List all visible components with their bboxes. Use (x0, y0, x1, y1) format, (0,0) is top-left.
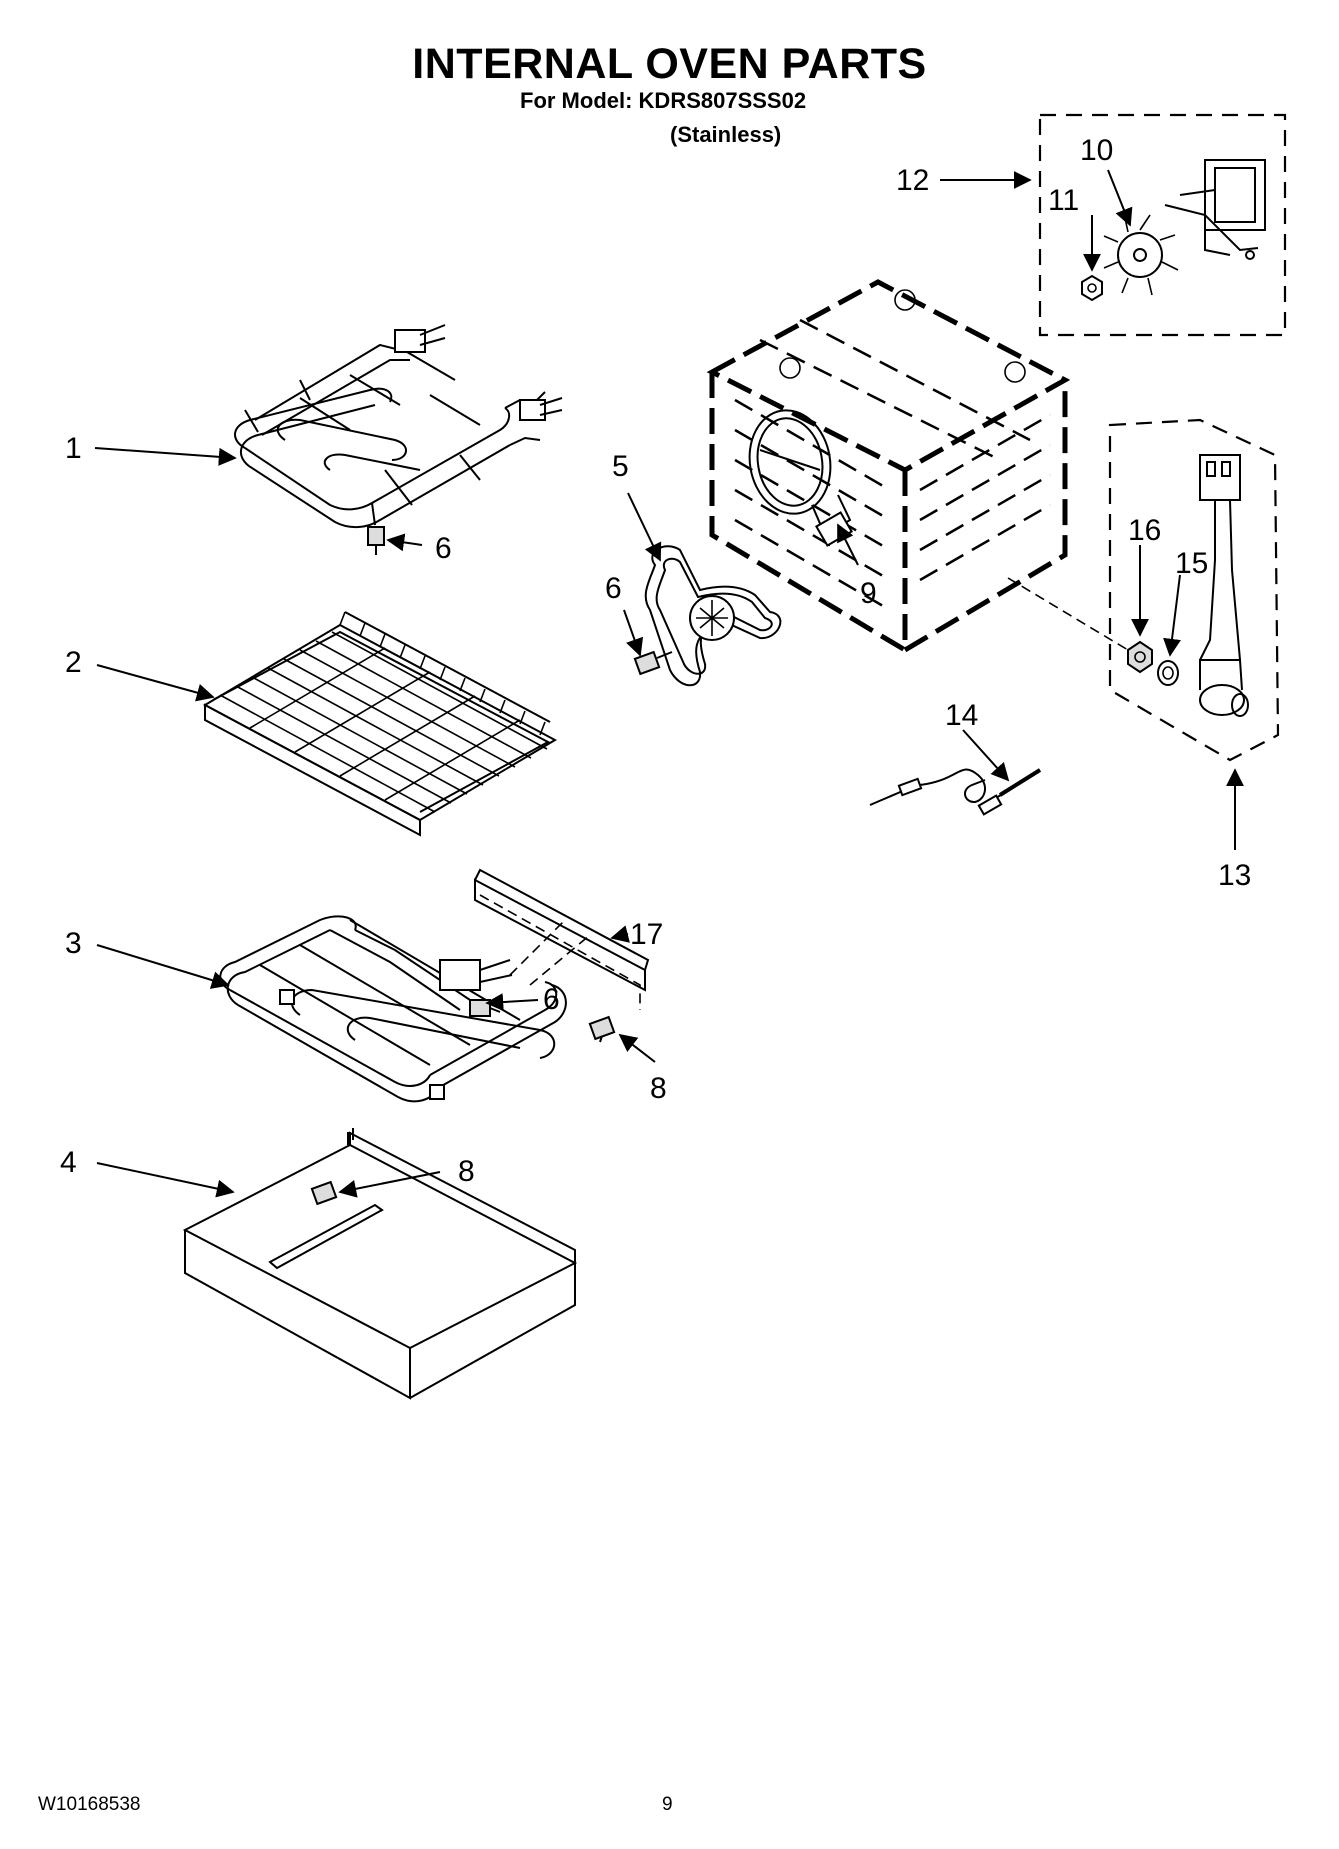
screw-part-6-baffle (633, 650, 673, 676)
page-number: 9 (662, 1794, 673, 1815)
callout-8-shield: 8 (650, 1072, 667, 1105)
nut-part-11 (1081, 274, 1103, 302)
callout-15: 15 (1175, 547, 1208, 580)
oven-rack (202, 611, 558, 837)
callout-12: 12 (896, 164, 929, 197)
screw-part-8-shield (588, 1015, 616, 1043)
finish-label: (Stainless) (670, 122, 782, 147)
bake-element (219, 915, 567, 1103)
callout-4: 4 (60, 1146, 77, 1179)
callout-11: 11 (1048, 184, 1079, 217)
model-number: For Model: KDRS807SSS02 (520, 88, 807, 113)
screw-part-8-panel (310, 1180, 338, 1206)
callout-9: 9 (860, 577, 877, 610)
oven-light-socket (1199, 454, 1249, 717)
callout-labels: 1 6 2 3 17 6 8 4 8 5 6 9 12 11 10 16 15 … (60, 134, 1251, 1188)
document-number: W10168538 (38, 1794, 141, 1815)
callout-6-bake: 6 (543, 983, 560, 1016)
callout-6-broil: 6 (435, 532, 452, 565)
oven-cavity-outline (706, 279, 1071, 653)
element-shield-bracket (474, 868, 650, 1010)
convection-element (748, 409, 853, 547)
oven-light-assembly-box (1108, 418, 1280, 762)
convection-motor-assembly-box (1038, 113, 1287, 337)
callout-17: 17 (630, 918, 663, 951)
convection-motor (1164, 159, 1266, 260)
callout-8-panel: 8 (458, 1155, 475, 1188)
page-title: INTERNAL OVEN PARTS (412, 40, 927, 88)
callout-10: 10 (1080, 134, 1113, 167)
lens-nut-part-16 (1127, 640, 1153, 674)
callout-16: 16 (1128, 514, 1161, 547)
broil-element (234, 324, 563, 528)
meat-probe (869, 768, 1042, 816)
convection-baffle (644, 545, 782, 687)
leader-lines (94, 169, 1244, 1198)
fan-blade (1103, 214, 1179, 296)
screw-part-6-broil (367, 526, 385, 555)
callout-6-baffle: 6 (605, 572, 622, 605)
callout-3: 3 (65, 927, 82, 960)
callout-2: 2 (65, 646, 82, 679)
callout-13: 13 (1218, 859, 1251, 892)
gasket-part-15 (1157, 660, 1179, 686)
oven-bottom-panel (182, 1128, 578, 1400)
callout-1: 1 (65, 432, 82, 465)
callout-14: 14 (945, 699, 978, 732)
assembly-guide-line (1007, 577, 1129, 651)
callout-5: 5 (612, 450, 629, 483)
